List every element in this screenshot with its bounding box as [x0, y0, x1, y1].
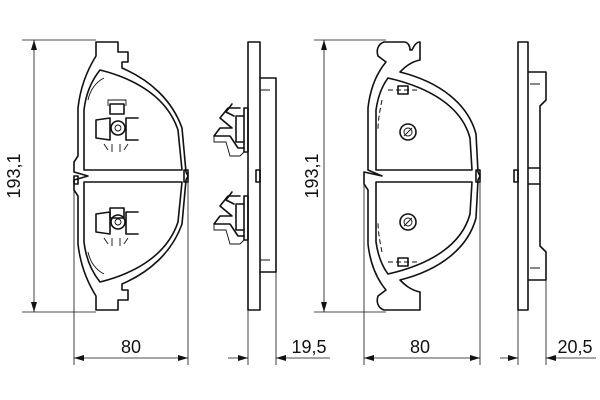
rear-height-value: 193,1 [302, 153, 322, 198]
front-thickness-dimension: 19,5 [228, 272, 330, 365]
rear-thickness-dimension: 20,5 [500, 280, 596, 365]
rear-pad-side-view [513, 41, 547, 311]
rear-thickness-value: 20,5 [557, 337, 592, 357]
rear-height-dimension: 193,1 [302, 39, 386, 313]
front-pad-lower-clip [95, 207, 139, 246]
rear-width-dimension: 80 [363, 176, 481, 365]
front-width-value: 80 [121, 337, 141, 357]
front-height-value: 193,1 [4, 153, 24, 198]
front-pad-upper-clip [95, 99, 139, 152]
rear-pad-front-view [363, 41, 481, 311]
front-pad-front-view [73, 41, 189, 311]
rear-pad-upper-sensor [399, 123, 417, 141]
front-thickness-value: 19,5 [291, 337, 326, 357]
rear-pad-lower-sensor [399, 213, 417, 231]
rear-width-value: 80 [410, 337, 430, 357]
front-pad-side-view [213, 41, 277, 311]
front-height-dimension: 193,1 [4, 39, 96, 313]
front-width-dimension: 80 [73, 176, 189, 365]
